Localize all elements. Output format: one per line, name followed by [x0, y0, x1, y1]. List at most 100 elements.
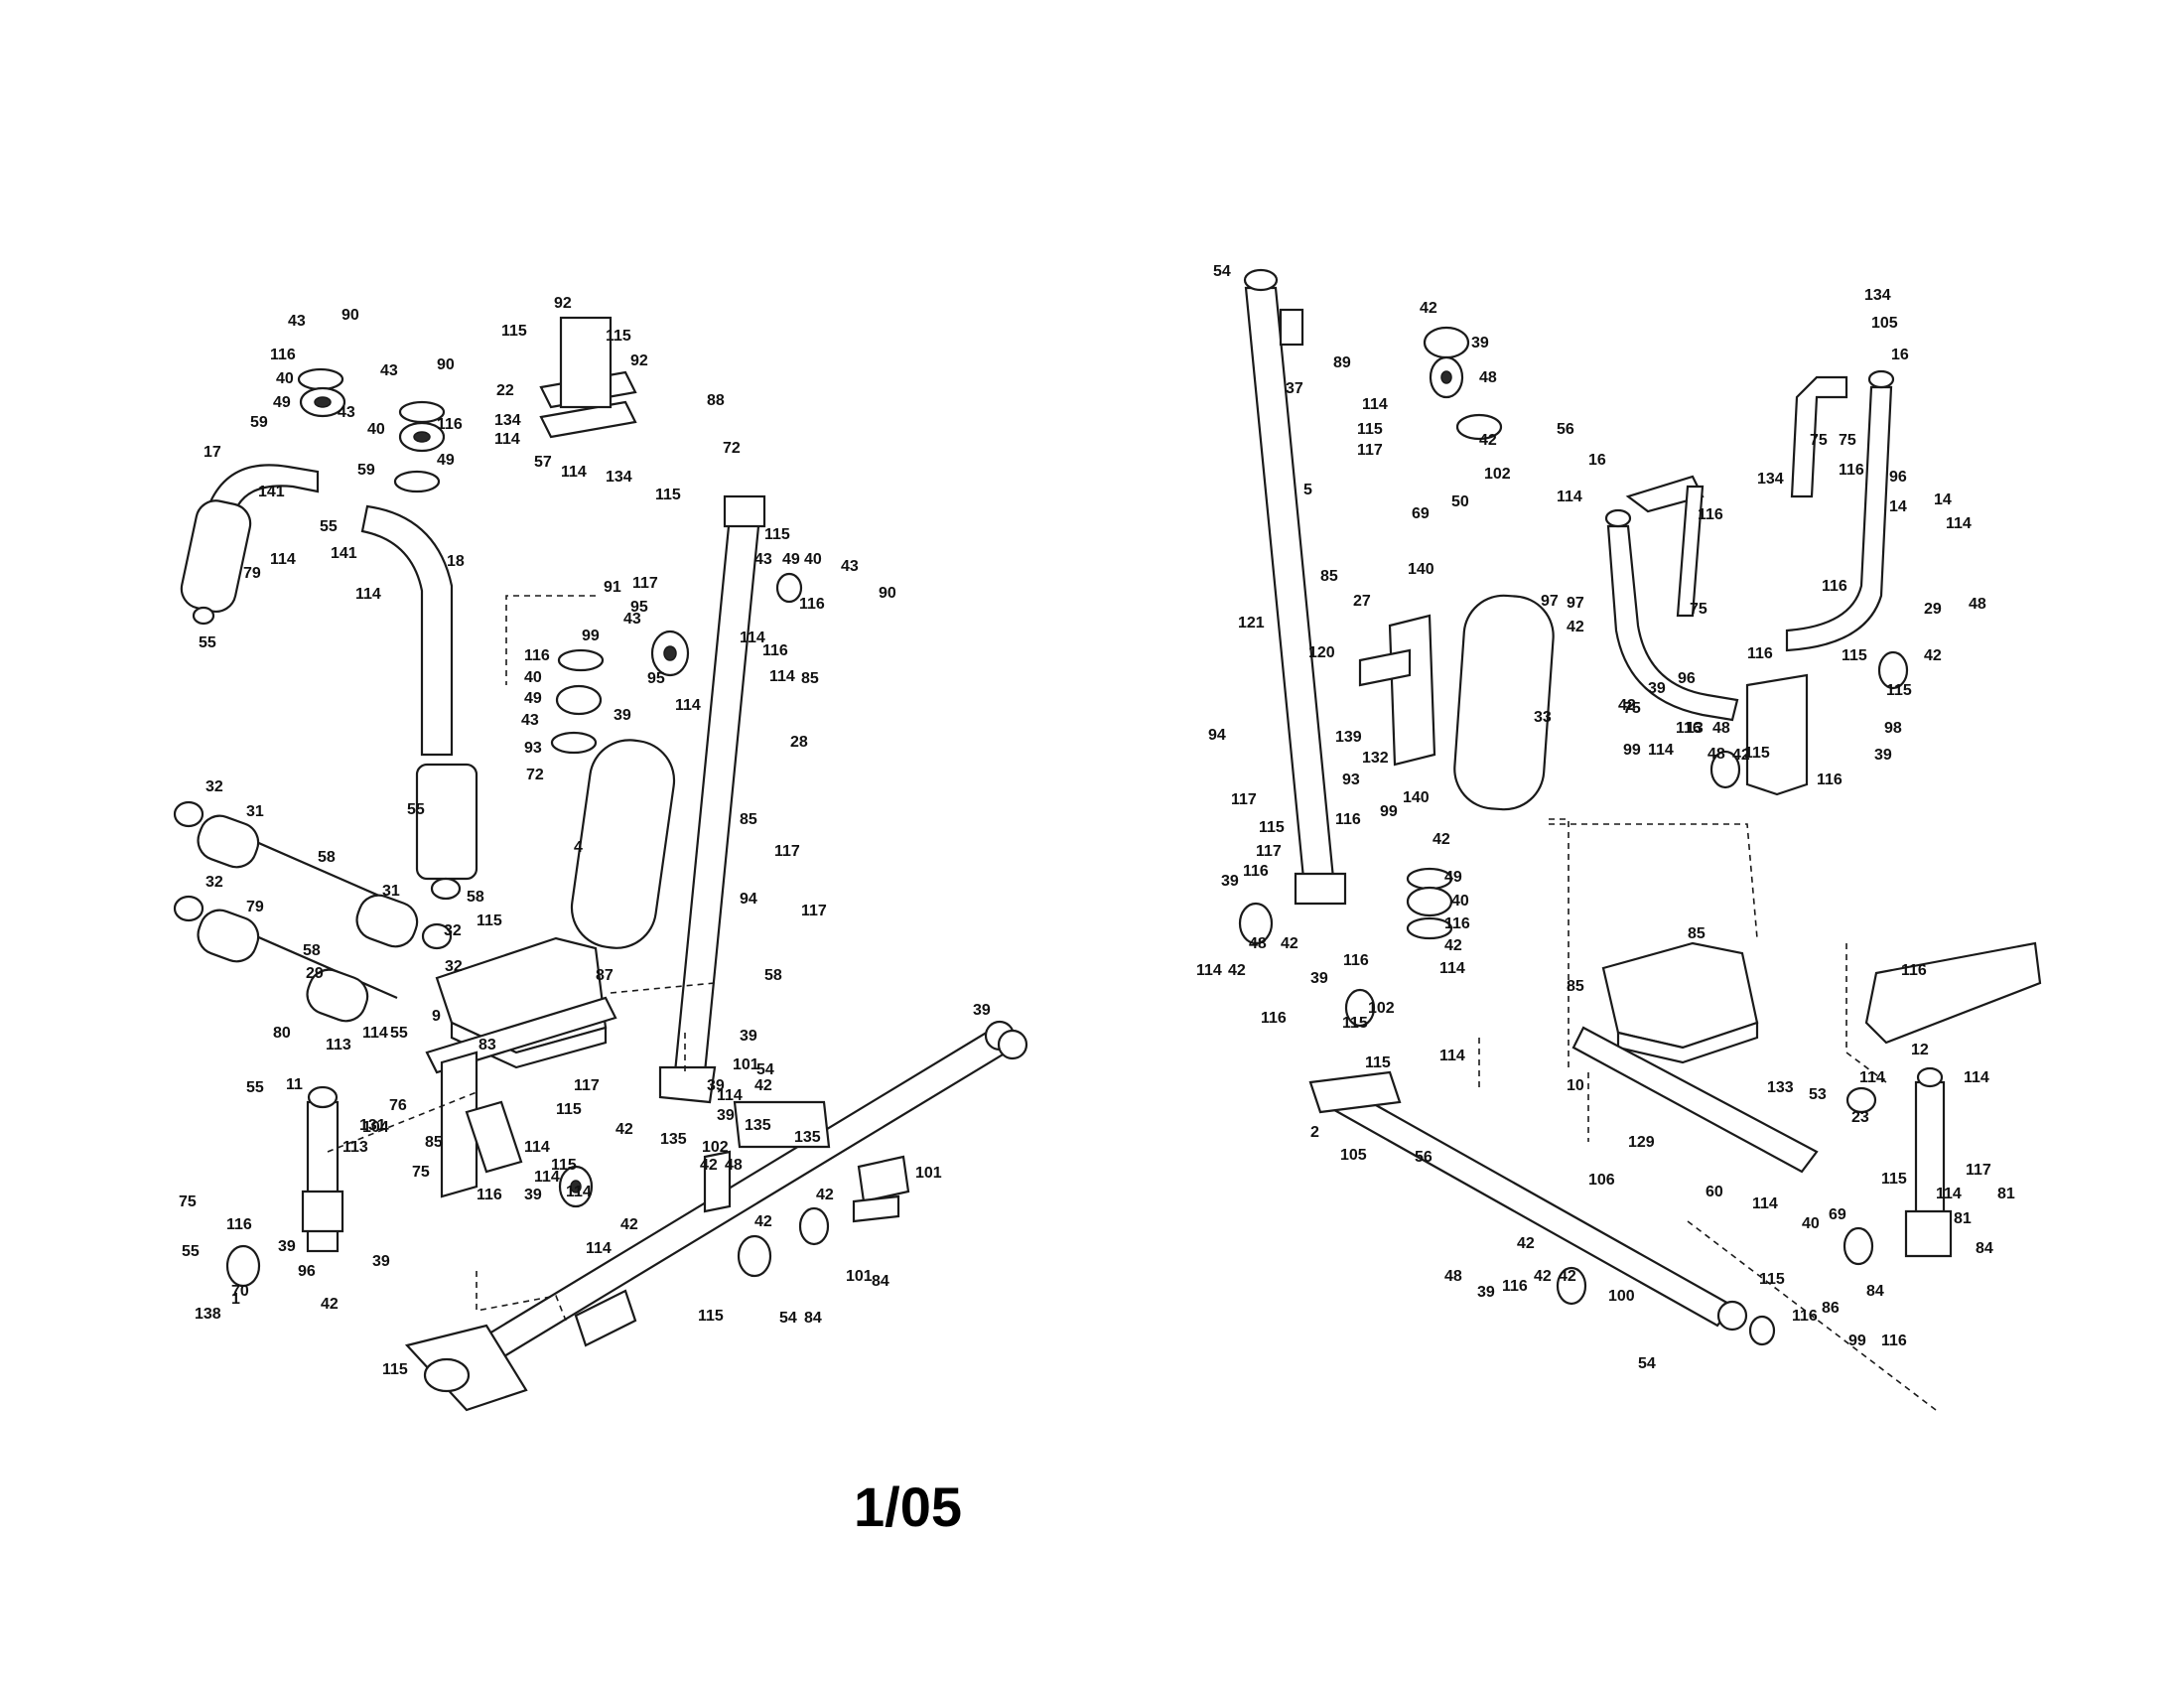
callout-label: 42	[1517, 1235, 1535, 1252]
callout-label: 116	[1335, 811, 1361, 828]
callout-label: 115	[1259, 819, 1285, 836]
callout-label: 131	[359, 1117, 386, 1134]
callout-label: 43	[338, 404, 355, 421]
callout-label: 90	[879, 585, 896, 602]
callout-label: 85	[425, 1134, 443, 1151]
callout-label: 42	[816, 1187, 834, 1203]
callout-label: 84	[872, 1273, 889, 1290]
callout-label: 114	[362, 1025, 388, 1042]
callout-label: 16	[1891, 347, 1909, 363]
callout-label: 1	[231, 1291, 240, 1308]
callout-label: 39	[1874, 747, 1892, 764]
callout-label: 93	[1342, 772, 1360, 788]
callout-label: 114	[1964, 1069, 1989, 1086]
callout-label: 55	[320, 518, 338, 535]
callout-label: 90	[437, 356, 455, 373]
callout-label: 116	[226, 1216, 252, 1233]
left-callouts: 43 90 116 40 49 43 59 17 141 55 114 141 …	[179, 295, 991, 1378]
callout-label: 39	[524, 1187, 542, 1203]
callout-label: 39	[614, 707, 631, 724]
callout-label: 121	[1238, 615, 1265, 632]
callout-label: 134	[1864, 287, 1891, 304]
callout-label: 114	[740, 630, 765, 646]
callout-label: 75	[1690, 601, 1707, 618]
callout-label: 59	[250, 414, 268, 431]
callout-label: 49	[437, 452, 455, 469]
callout-label: 18	[447, 553, 465, 570]
callout-label: 79	[243, 565, 261, 582]
callout-label: 101	[915, 1165, 942, 1182]
callout-label: 31	[246, 803, 264, 820]
callout-label: 100	[1608, 1288, 1635, 1305]
callout-label: 99	[1848, 1333, 1866, 1349]
callout-label: 39	[1471, 335, 1489, 351]
callout-label: 115	[1881, 1171, 1907, 1188]
callout-label: 113	[342, 1139, 368, 1156]
callout-label: 58	[764, 967, 782, 984]
callout-label: 39	[1648, 680, 1666, 697]
callout-label: 32	[205, 778, 223, 795]
callout-label: 85	[1320, 568, 1338, 585]
callout-label: 9	[432, 1008, 441, 1025]
callout-label: 116	[524, 647, 550, 664]
right-dashed-guides	[1478, 818, 1937, 1411]
callout-label: 115	[698, 1308, 724, 1325]
callout-label: 116	[1444, 915, 1470, 932]
callout-label: 60	[1706, 1184, 1723, 1200]
callout-label: 76	[389, 1097, 407, 1114]
callout-label: 116	[1343, 952, 1369, 969]
callout-label: 114	[1648, 742, 1674, 759]
callout-label: 114	[1752, 1195, 1778, 1212]
callout-label: 101	[733, 1056, 759, 1073]
callout-label: 141	[331, 545, 357, 562]
callout-label: 39	[1221, 873, 1239, 890]
callout-label: 84	[1976, 1240, 1993, 1257]
callout-label: 32	[205, 874, 223, 891]
callout-label: 104	[362, 1119, 389, 1136]
callout-label: 86	[1822, 1300, 1840, 1317]
callout-label: 115	[551, 1157, 577, 1174]
callout-label: 49	[524, 690, 542, 707]
callout-label: 42	[321, 1296, 339, 1313]
callout-label: 116	[1792, 1308, 1818, 1325]
callout-label: 116	[762, 642, 788, 659]
callout-label: 116	[437, 416, 463, 433]
callout-label: 116	[1901, 962, 1927, 979]
callout-label: 115	[556, 1101, 582, 1118]
callout-label: 39	[278, 1238, 296, 1255]
callout-label: 39	[372, 1253, 390, 1270]
callout-label: 114	[675, 697, 701, 714]
callout-label: 101	[846, 1268, 873, 1285]
left-top-bracket	[539, 316, 637, 439]
callout-label: 102	[1368, 1000, 1395, 1017]
callout-label: 42	[700, 1157, 718, 1174]
callout-label: 88	[707, 392, 725, 409]
callout-label: 92	[630, 352, 648, 369]
callout-label: 33	[1534, 709, 1552, 726]
callout-label: 42	[615, 1121, 633, 1138]
callout-label: 4	[574, 839, 583, 856]
callout-label: 2	[1310, 1124, 1319, 1141]
callout-label: 43	[288, 313, 306, 330]
callout-label: 42	[754, 1213, 772, 1230]
callout-label: 75	[179, 1193, 197, 1210]
callout-label: 29	[306, 965, 324, 982]
callout-label: 55	[407, 801, 425, 818]
callout-label: 72	[526, 767, 544, 783]
callout-label: 90	[341, 307, 359, 324]
callout-label: 117	[801, 903, 827, 919]
callout-label: 114	[566, 1184, 592, 1200]
callout-label: 22	[496, 382, 514, 399]
callout-label: 114	[534, 1169, 560, 1186]
callout-label: 115	[1342, 1015, 1368, 1032]
callout-label: 105	[1871, 315, 1898, 332]
callout-label: 69	[1829, 1206, 1846, 1223]
callout-label: 95	[647, 670, 665, 687]
callout-label: 48	[1479, 369, 1497, 386]
callout-label: 40	[804, 551, 822, 568]
callout-label: 114	[1439, 960, 1465, 977]
callout-label: 40	[276, 370, 294, 387]
callout-label: 116	[799, 596, 825, 613]
callout-label: 99	[1623, 742, 1641, 759]
left-pivot-brackets	[440, 1051, 910, 1223]
